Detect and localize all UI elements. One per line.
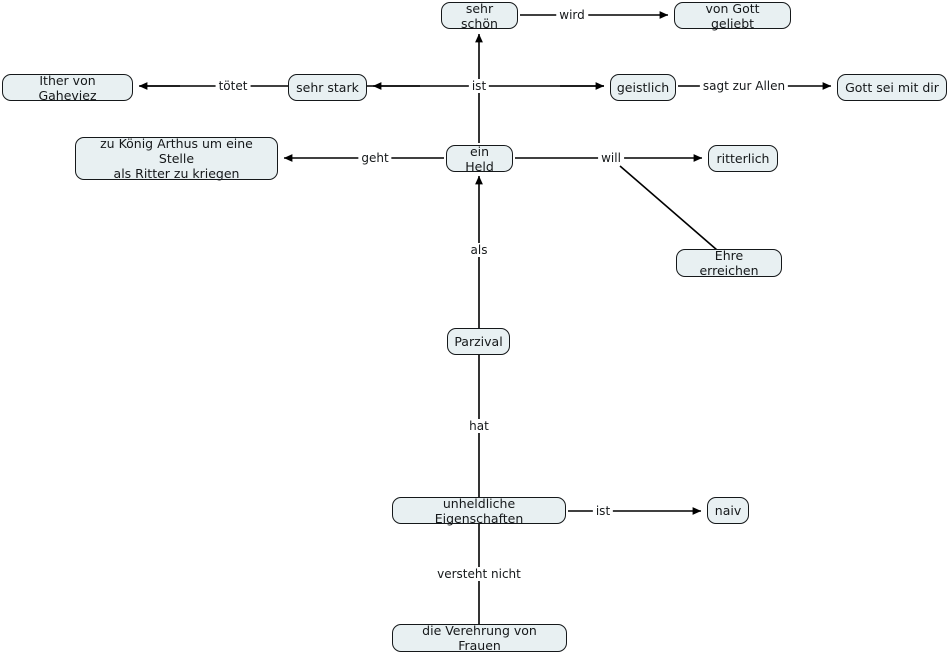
node-verehrung[interactable]: die Verehrung von Frauen	[392, 623, 567, 653]
node-gott_sei_mit_dir[interactable]: Gott sei mit dir	[837, 74, 947, 101]
edge-label-e-held-arthus: geht	[358, 151, 392, 165]
node-ein_held[interactable]: ein Held	[446, 144, 513, 174]
node-ither[interactable]: Ither von Gaheviez	[2, 73, 133, 103]
edge-label-e-unheld-verehrung: versteht nicht	[434, 567, 524, 581]
edge-label-e-stark-ither: tötet	[215, 79, 251, 93]
node-koenig_arthus[interactable]: zu König Arthus um eine Stelle als Ritte…	[75, 136, 278, 181]
node-ehre_erreichen[interactable]: Ehre erreichen	[676, 248, 782, 278]
edge-ehre-erreichen	[619, 165, 718, 251]
node-sehr_stark[interactable]: sehr stark	[288, 74, 367, 101]
edge-label-e-geistlich-gott: sagt zur Allen	[699, 79, 789, 93]
edge-label-e-schoen-gott: wird	[556, 8, 588, 22]
node-parzival[interactable]: Parzival	[447, 328, 510, 355]
node-sehr_schoen[interactable]: sehr schön	[441, 1, 518, 31]
edge-label-e-held-schoen: ist	[468, 79, 490, 93]
node-geistlich[interactable]: geistlich	[610, 74, 676, 101]
node-unheldliche[interactable]: unheldliche Eigenschaften	[392, 496, 566, 526]
edge-label-e-parzival-held: als	[467, 243, 491, 257]
edge-label-e-unheld-naiv: ist	[592, 504, 614, 518]
edge-label-e-held-ritterlich: will	[598, 151, 624, 165]
edge-label-e-parzival-unheld: hat	[466, 419, 492, 433]
node-ritterlich[interactable]: ritterlich	[708, 145, 778, 172]
node-naiv[interactable]: naiv	[707, 497, 749, 524]
node-von_gott_geliebt[interactable]: von Gott geliebt	[674, 1, 791, 31]
